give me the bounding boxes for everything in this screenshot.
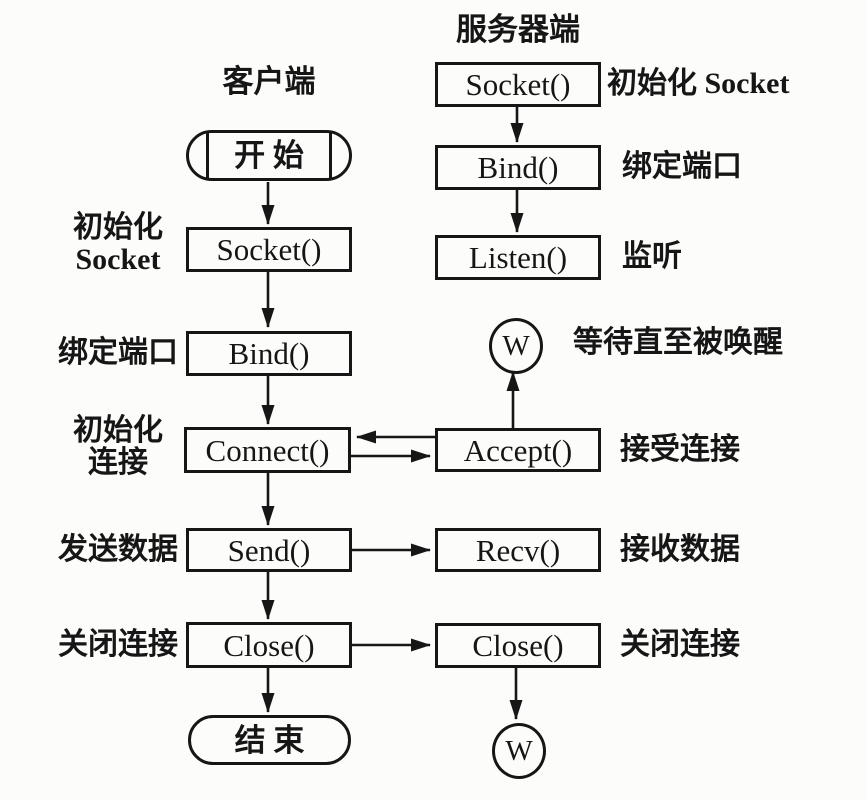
server-bind-box: Bind() <box>435 145 601 190</box>
client-close-box: Close() <box>186 622 352 668</box>
client-bind-note: 绑定端口 <box>58 336 178 370</box>
server-listen-note: 监听 <box>622 240 682 274</box>
client-socket-box: Socket() <box>186 227 352 272</box>
client-close-note: 关闭连接 <box>58 627 178 661</box>
server-bind-note: 绑定端口 <box>622 150 742 184</box>
server-column-title: 服务器端 <box>456 12 580 47</box>
client-socket-note: 初始化 Socket <box>73 210 163 276</box>
client-column-title: 客户端 <box>222 64 316 99</box>
client-connect-note: 初始化 连接 <box>73 413 163 479</box>
server-close-box: Close() <box>435 623 601 668</box>
client-send-note: 发送数据 <box>58 532 178 566</box>
client-send-box: Send() <box>186 528 352 572</box>
client-connect-box: Connect() <box>184 427 351 473</box>
server-accept-box: Accept() <box>435 428 601 472</box>
server-recv-note: 接收数据 <box>620 532 740 566</box>
server-recv-box: Recv() <box>435 528 601 572</box>
server-socket-note: 初始化 Socket <box>607 67 790 101</box>
server-socket-box: Socket() <box>435 62 601 107</box>
server-close-note: 关闭连接 <box>620 628 740 662</box>
server-accept-note: 接受连接 <box>620 432 740 466</box>
server-listen-box: Listen() <box>435 235 601 280</box>
client-end-terminal: 结 束 <box>188 715 351 765</box>
server-wait-circle-top: W <box>489 318 543 374</box>
server-wait-note: 等待直至被唤醒 <box>573 325 783 359</box>
server-wait-circle-bottom: W <box>492 723 546 779</box>
client-bind-box: Bind() <box>186 331 352 376</box>
client-start-terminal: 开 始 <box>186 130 352 181</box>
